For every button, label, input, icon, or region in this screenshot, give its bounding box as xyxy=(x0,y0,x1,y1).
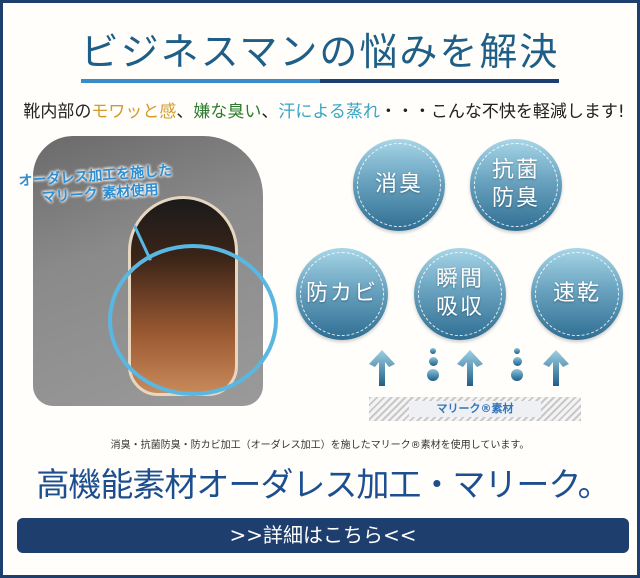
arrow-up-icon xyxy=(369,350,395,386)
feature-instant-absorb: 瞬間 吸収 xyxy=(414,248,506,340)
feature-label: 抗菌 防臭 xyxy=(491,158,540,211)
feature-label: 速乾 xyxy=(552,281,601,306)
subtitle-suffix: ・・・こんな不快を軽減します! xyxy=(379,102,625,122)
feature-antibacterial: 抗菌 防臭 xyxy=(470,139,562,231)
title-divider xyxy=(81,79,559,83)
headline: 高機能素材オーダレス加工・マリーク。 xyxy=(36,465,610,504)
subtitle-highlight-stuffiness: モワッと感 xyxy=(91,102,177,122)
feature-label: 防カビ xyxy=(305,281,378,306)
subtitle-separator: 、 xyxy=(261,102,279,122)
feature-label: 消臭 xyxy=(374,172,423,197)
arrow-up-icon xyxy=(457,350,483,386)
subtitle-prefix: 靴内部の xyxy=(23,102,92,122)
arrow-up-icon xyxy=(543,350,569,386)
feature-label: 瞬間 吸収 xyxy=(435,267,484,320)
material-note: 消臭・抗菌防臭・防カビ加工（オーダレス加工）を施したマリーク®素材を使用していま… xyxy=(110,440,530,451)
dots-icon xyxy=(426,348,440,384)
shoe-image xyxy=(33,136,278,406)
feature-deodorize: 消臭 xyxy=(353,139,445,231)
subtitle-separator: 、 xyxy=(176,102,194,122)
feature-antimold: 防カビ xyxy=(296,248,388,340)
details-button[interactable]: >>詳細はこちら<< xyxy=(17,518,629,553)
material-bar: マリーク®素材 xyxy=(369,397,581,421)
banner-subtitle: 靴内部のモワッと感、嫌な臭い、汗による蒸れ・・・こんな不快を軽減します! xyxy=(9,97,639,122)
material-label: マリーク®素材 xyxy=(409,401,541,417)
highlight-circle xyxy=(108,244,278,396)
subtitle-highlight-sweat: 汗による蒸れ xyxy=(278,102,380,122)
feature-quick-dry: 速乾 xyxy=(531,248,623,340)
dots-icon xyxy=(510,348,524,384)
subtitle-highlight-odor: 嫌な臭い xyxy=(193,102,262,122)
banner-title: ビジネスマンの悩みを解決 xyxy=(80,30,560,74)
